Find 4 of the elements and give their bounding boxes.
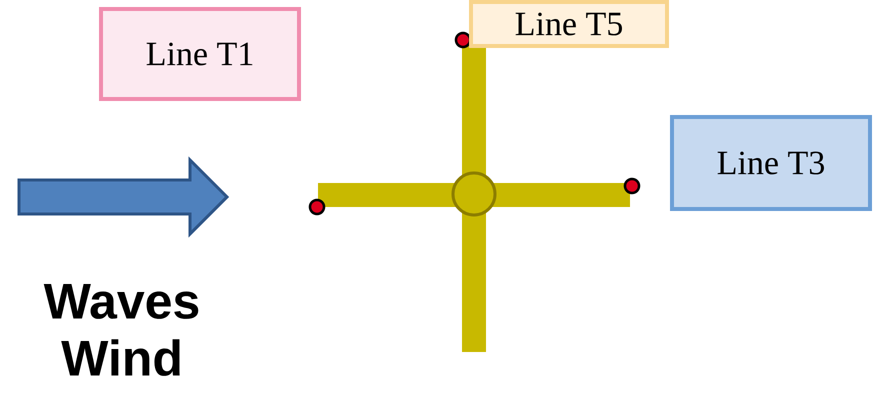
label-box: Line T3 <box>670 115 872 211</box>
wind-label: Waves Wind <box>44 284 198 376</box>
label-box: Line T5 <box>469 0 669 48</box>
label-box: Line T1 <box>99 7 301 101</box>
